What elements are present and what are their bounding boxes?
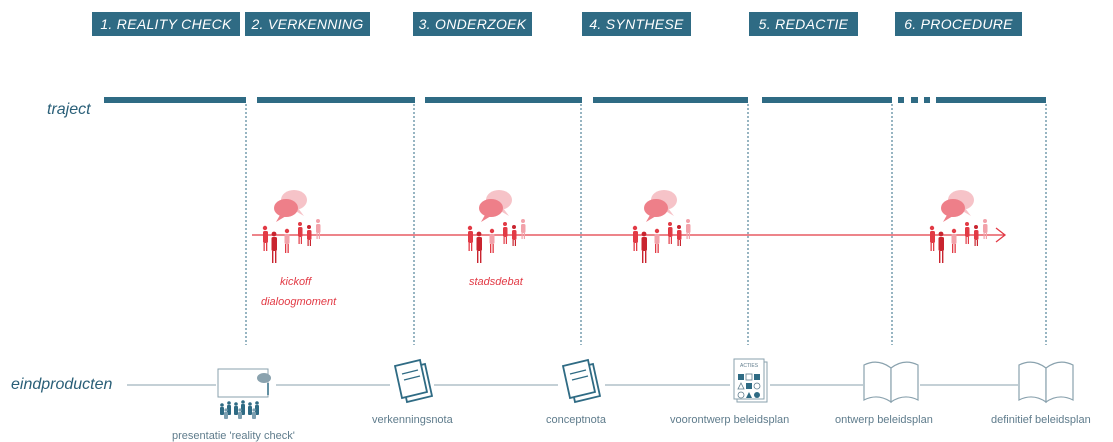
participation-group-synthese bbox=[632, 190, 691, 263]
traject-bar-procedure bbox=[936, 97, 1046, 103]
book-icon-definitief bbox=[1018, 361, 1074, 404]
speech-bubbles-icon bbox=[479, 190, 512, 222]
event-label-stadsdebat: stadsdebat bbox=[469, 276, 523, 288]
document-icon-verkenningsnota bbox=[393, 358, 434, 404]
document-icon-conceptnota bbox=[561, 358, 602, 404]
product-label-definitief: definitief beleidsplan bbox=[991, 414, 1091, 426]
phase-label-onderzoek: 3. ONDERZOEK bbox=[413, 12, 532, 36]
speech-bubbles-icon bbox=[941, 190, 974, 222]
people-icon bbox=[262, 219, 321, 263]
phase-label-redactie: 5. REDACTIE bbox=[749, 12, 858, 36]
product-label-voorontwerp: voorontwerp beleidsplan bbox=[670, 414, 790, 426]
participation-group-stadsdebat bbox=[467, 190, 526, 263]
people-icon bbox=[632, 219, 691, 263]
event-label-kickoff: kickoff bbox=[280, 276, 312, 288]
phase-label-reality-check: 1. REALITY CHECK bbox=[92, 12, 240, 36]
phase-separators bbox=[245, 104, 1047, 345]
book-icon-ontwerp bbox=[863, 361, 919, 404]
event-label-dialoogmoment: dialoogmoment bbox=[261, 296, 337, 308]
phase-label-synthese: 4. SYNTHESE bbox=[582, 12, 691, 36]
product-label-presentatie: presentatie 'reality check' bbox=[172, 430, 295, 442]
traject-bar-dash-1 bbox=[898, 97, 904, 103]
people-icon bbox=[467, 219, 526, 263]
presentation-icon bbox=[217, 368, 271, 419]
actions-sheet-title: ACTIES bbox=[740, 363, 759, 369]
traject-bars bbox=[104, 97, 1046, 103]
actions-sheet-icon: ACTIES bbox=[733, 358, 768, 403]
traject-bar-redactie bbox=[762, 97, 892, 103]
row-label-traject: traject bbox=[47, 101, 91, 118]
phase-label-procedure: 6. PROCEDURE bbox=[895, 12, 1022, 36]
participation-arrow bbox=[252, 227, 1007, 243]
traject-bar-dash-3 bbox=[924, 97, 930, 103]
product-label-conceptnota: conceptnota bbox=[546, 414, 606, 426]
participation-group-procedure bbox=[929, 190, 988, 263]
product-label-ontwerp: ontwerp beleidsplan bbox=[835, 414, 933, 426]
row-label-eindproducten: eindproducten bbox=[11, 376, 113, 393]
traject-bar-onderzoek bbox=[425, 97, 582, 103]
participation-group-kickoff bbox=[262, 190, 321, 263]
traject-bar-dash-2 bbox=[911, 97, 918, 103]
speech-bubbles-icon bbox=[274, 190, 307, 222]
phase-label-verkenning: 2. VERKENNING bbox=[245, 12, 370, 36]
people-icon bbox=[929, 219, 988, 263]
traject-bar-synthese bbox=[593, 97, 748, 103]
speech-bubbles-icon bbox=[644, 190, 677, 222]
traject-bar-verkenning bbox=[257, 97, 415, 103]
product-label-verkenningsnota: verkenningsnota bbox=[372, 414, 453, 426]
traject-bar-reality-check bbox=[104, 97, 246, 103]
